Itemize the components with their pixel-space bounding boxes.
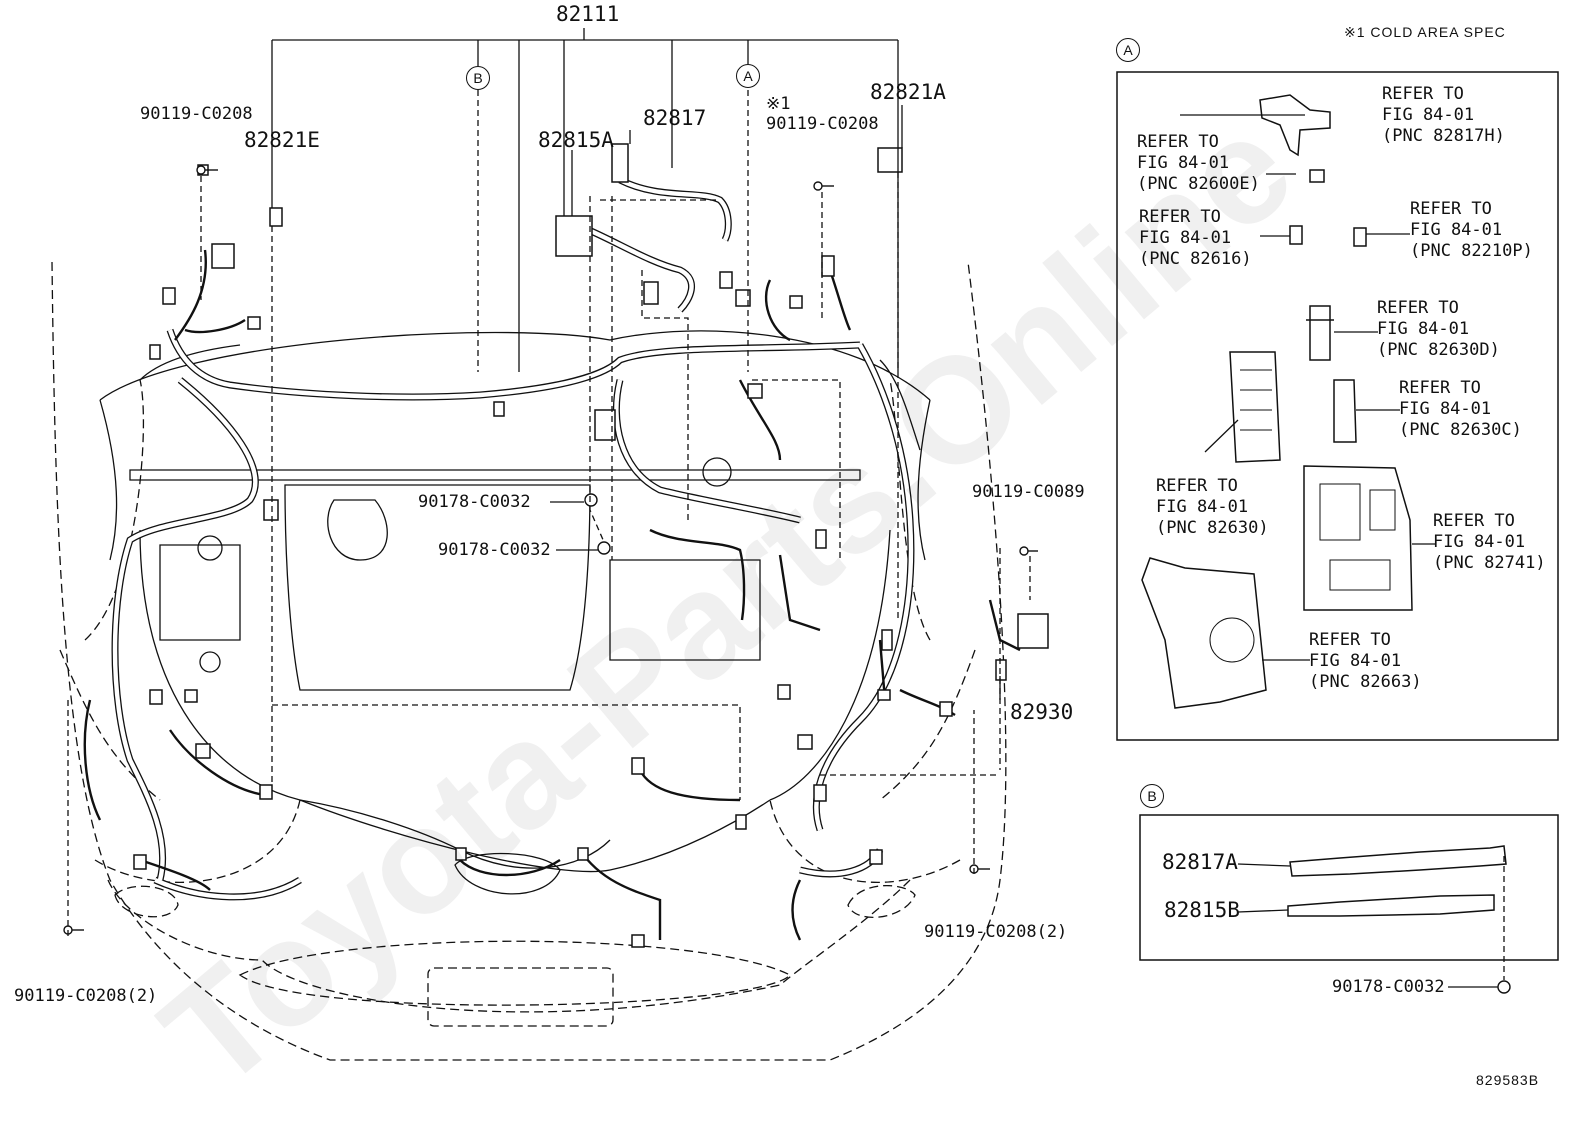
refer-82630C-line3: (PNC 82630C) [1399, 420, 1522, 440]
leader-lines [271, 28, 1305, 700]
label-82815B: 82815B [1164, 898, 1240, 922]
refer-82741-line1: REFER TO [1433, 511, 1515, 531]
refer-82663-line1: REFER TO [1309, 630, 1391, 650]
refer-82210P-line1: REFER TO [1410, 199, 1492, 219]
figure-code: 829583B [1476, 1072, 1540, 1088]
label-82817A: 82817A [1162, 850, 1238, 874]
refer-82630D-line3: (PNC 82630D) [1377, 340, 1500, 360]
label-82821E: 82821E [244, 128, 320, 152]
refer-82630-line1: REFER TO [1156, 476, 1238, 496]
refer-82630D-line1: REFER TO [1377, 298, 1459, 318]
refer-82600E-line2: FIG 84-01 [1137, 153, 1230, 173]
label-82815A: 82815A [538, 128, 614, 152]
detail-b-box [1139, 814, 1559, 988]
refer-82630-line3: (PNC 82630) [1156, 518, 1269, 538]
engine-bay-outline [99, 330, 931, 895]
dashed-leaders [67, 90, 1505, 980]
refer-82616-line2: FIG 84-01 [1139, 228, 1232, 248]
label-cold-mark: ※1 [766, 94, 791, 114]
harness-main [111, 176, 915, 901]
refer-82663-line2: FIG 84-01 [1309, 651, 1402, 671]
refer-82741-line3: (PNC 82741) [1433, 553, 1546, 573]
label-bolt-top-right: 90119-C0208 [766, 114, 879, 134]
refer-82663-line3: (PNC 82663) [1309, 672, 1422, 692]
fasteners [63, 165, 1511, 994]
refer-82630C-line2: FIG 84-01 [1399, 399, 1492, 419]
callout-b-main: B [466, 66, 490, 90]
refer-82630C-line1: REFER TO [1399, 378, 1481, 398]
callout-b-detail: B [1140, 784, 1164, 808]
label-clip-1: 90178-C0032 [418, 492, 531, 512]
refer-82616-line3: (PNC 82616) [1139, 249, 1252, 269]
harness-inner [112, 178, 914, 900]
harness-branches [83, 249, 1021, 941]
label-82111: 82111 [556, 2, 620, 26]
refer-82210P-line3: (PNC 82210P) [1410, 241, 1533, 261]
label-82821A: 82821A [870, 80, 946, 104]
label-bolt-right: 90119-C0089 [972, 482, 1085, 502]
refer-82616-line1: REFER TO [1139, 207, 1221, 227]
wiring-diagram: Toyota-Parts.Online 82111 90119-C0208 82… [14, 2, 1559, 1120]
refer-82817H-line3: (PNC 82817H) [1382, 126, 1505, 146]
vehicle-body-outline [51, 261, 1007, 1061]
label-detail-b-clip: 90178-C0032 [1332, 977, 1445, 997]
callout-a-detail: A [1116, 38, 1140, 62]
refer-82630D-line2: FIG 84-01 [1377, 319, 1470, 339]
label-clip-2: 90178-C0032 [438, 540, 551, 560]
refer-82600E-line1: REFER TO [1137, 132, 1219, 152]
label-bolt-top-left: 90119-C0208 [140, 104, 253, 124]
label-bolt-bottom-right: 90119-C0208(2) [924, 922, 1068, 942]
label-82817: 82817 [643, 106, 707, 130]
refer-82817H-line2: FIG 84-01 [1382, 105, 1475, 125]
refer-82210P-line2: FIG 84-01 [1410, 220, 1503, 240]
diagram-drawing [51, 28, 1559, 1061]
detail-a-box [1116, 71, 1559, 741]
refer-82741-line2: FIG 84-01 [1433, 532, 1526, 552]
label-bolt-bottom-left: 90119-C0208(2) [14, 986, 158, 1006]
refer-82630-line2: FIG 84-01 [1156, 497, 1249, 517]
callout-a-main: A [736, 64, 760, 88]
refer-82817H-line1: REFER TO [1382, 84, 1464, 104]
label-82930: 82930 [1010, 700, 1074, 724]
connectors [133, 143, 1049, 948]
refer-82600E-line3: (PNC 82600E) [1137, 174, 1260, 194]
cold-area-note: ※1 COLD AREA SPEC [1344, 24, 1506, 40]
